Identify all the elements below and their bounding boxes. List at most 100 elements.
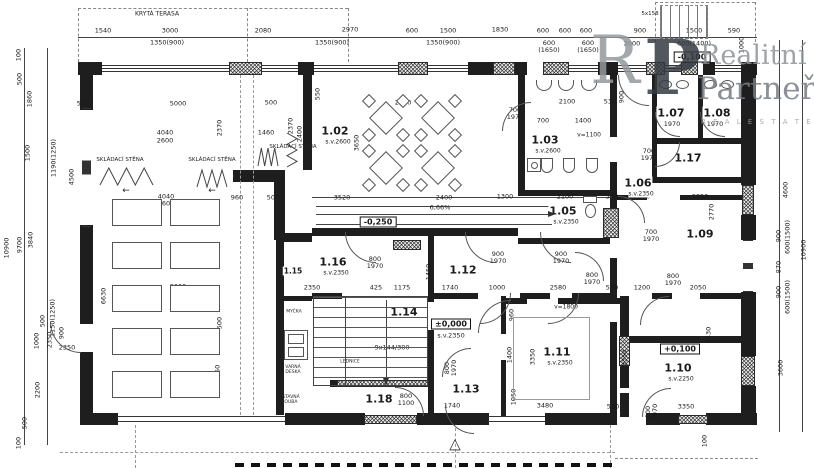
dim-label: 530 [605, 283, 619, 292]
window [488, 416, 545, 422]
window [743, 240, 753, 292]
chair [413, 93, 429, 109]
table-rect [112, 242, 162, 269]
dim-label: 900 [774, 285, 783, 299]
room-height-label: s.v.2350 [553, 218, 579, 226]
table-rect [112, 199, 162, 226]
wall [312, 228, 518, 236]
wall [80, 352, 93, 425]
window [102, 65, 229, 72]
window [618, 65, 646, 72]
dim-label: 900 1970 [489, 249, 507, 265]
table-rect [112, 285, 162, 312]
wall [741, 62, 757, 75]
dim-label: 600 [558, 26, 572, 35]
hatched-wall [646, 62, 665, 75]
room-label: 1.17 [673, 151, 703, 165]
wall [572, 293, 612, 299]
wall [652, 177, 755, 183]
dim-label: 2400 [295, 125, 304, 143]
door-arc [50, 322, 81, 353]
dashed-line [78, 8, 79, 62]
staircase [313, 296, 428, 386]
chair [395, 143, 411, 159]
line [779, 40, 780, 432]
hatched-wall [681, 62, 698, 75]
dim-label: 1460 [257, 128, 275, 137]
room-height-label: s.v.2600 [535, 147, 561, 155]
annotation: SKLÁDACÍ STĚNA [96, 156, 144, 163]
wall [598, 62, 618, 75]
table-rect [112, 371, 162, 398]
dim-label: 960 [230, 193, 244, 202]
hatched-wall [393, 240, 421, 250]
room-label: 1.02 [320, 124, 350, 138]
annotation: MYČKA [286, 309, 302, 315]
dim-label: 2050 [689, 283, 707, 292]
window [314, 65, 398, 72]
window [262, 65, 298, 72]
urinal [541, 158, 553, 173]
urinal [586, 158, 598, 173]
line [802, 40, 803, 432]
washbasin [581, 80, 597, 91]
dim-label: 3350 [677, 402, 695, 411]
dim-label: 1540 [94, 26, 112, 35]
wall [505, 298, 527, 304]
wall [610, 75, 617, 137]
wall [233, 170, 285, 182]
dim-label: 1400 [574, 116, 592, 125]
chair [447, 177, 463, 193]
annotation: ← [208, 186, 216, 197]
wall [276, 240, 284, 415]
dim-label: 2970 [341, 25, 359, 34]
dim-label: 2580 [549, 283, 567, 292]
dim-label: 1450 [424, 263, 433, 281]
line [312, 197, 612, 198]
dim-label: 4600 [781, 181, 790, 199]
wc-tank [583, 196, 597, 203]
wall [741, 75, 756, 185]
window [117, 416, 285, 422]
dim-label: 590 [727, 26, 741, 35]
dim-label: 10900 [799, 239, 808, 261]
dim-label: 1830 [491, 25, 509, 34]
hatched-wall [678, 415, 708, 424]
dim-label: 3480 [536, 401, 554, 410]
dim-label: 500 [264, 98, 278, 107]
dim-label: 2100 [556, 192, 574, 201]
dim-label: 600(1500) [783, 219, 792, 255]
room-label: 1.10 [663, 361, 693, 375]
staircase-divider [345, 296, 346, 386]
stairs-down-arrowhead [383, 378, 389, 386]
chair [413, 177, 429, 193]
door-arc [655, 112, 680, 137]
dim-label: 9700 [15, 236, 24, 254]
chair [395, 177, 411, 193]
room-label: 1.03 [530, 133, 560, 147]
dim-label: 2370 [215, 119, 224, 137]
dim-label: 3000 [161, 26, 179, 35]
dim-label: 1350(900) [425, 38, 461, 47]
dim-label: 1000 [737, 36, 746, 54]
dim-label: 700 1970 [642, 227, 660, 243]
dim-label: 2770 [707, 203, 716, 221]
dim-label: 500 [15, 72, 24, 86]
washbasin [536, 80, 552, 91]
wall [698, 75, 703, 138]
dim-label: 5000 [169, 99, 187, 108]
dim-label: 600 (1650) [577, 38, 599, 54]
dim-label: 1350(900) [314, 38, 350, 47]
room-height-label: s.v.2350 [323, 269, 349, 277]
washbasin [704, 80, 717, 89]
wall [652, 138, 755, 144]
dim-label: 600(1400) [676, 39, 712, 48]
door-arc [642, 388, 671, 417]
washbasin [721, 80, 734, 89]
table-rect [170, 328, 220, 355]
dashed-line [655, 2, 656, 42]
line [316, 214, 548, 215]
dim-label: 530 [606, 402, 620, 411]
dim-label: 1860 [25, 90, 34, 108]
